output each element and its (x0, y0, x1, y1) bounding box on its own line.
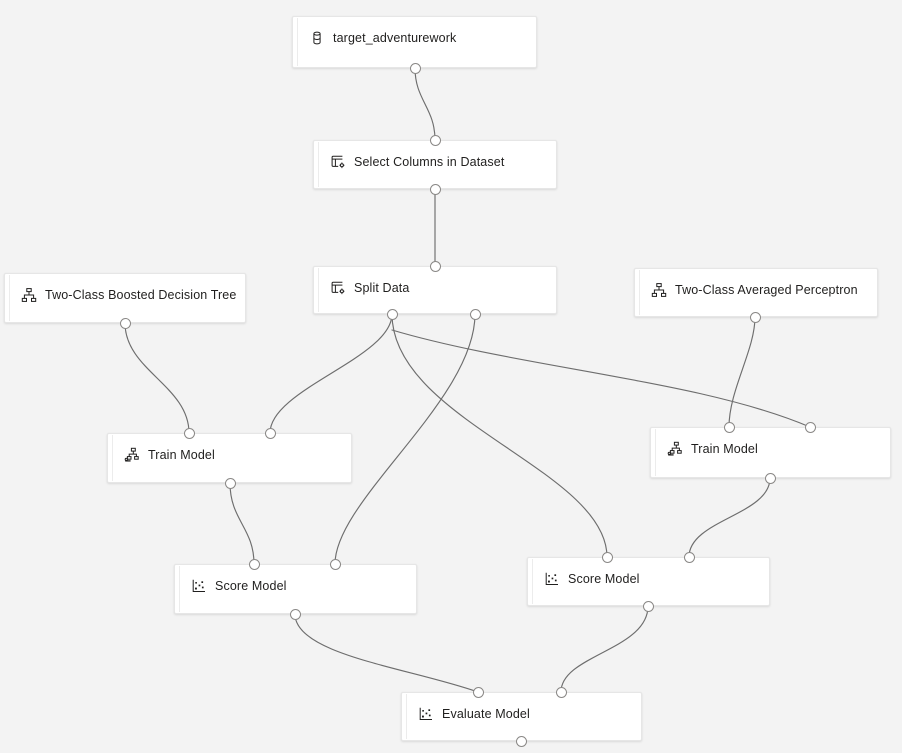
input-port-score-model-right-2[interactable] (683, 551, 695, 563)
node-select-columns[interactable]: Select Columns in Dataset (313, 140, 557, 189)
node-train-model-left[interactable]: Train Model (107, 433, 352, 483)
scatter-icon (544, 571, 560, 587)
output-port-score-model-left-1[interactable] (289, 608, 301, 620)
output-port-select-columns-1[interactable] (429, 183, 441, 195)
output-port-boosted-tree-1[interactable] (119, 317, 131, 329)
hierarchy-icon (651, 282, 667, 298)
node-dataset[interactable]: target_adventurework (292, 16, 537, 68)
node-accent-bar (651, 429, 656, 476)
node-accent-bar (314, 142, 319, 187)
node-label: target_adventurework (333, 31, 457, 45)
output-port-score-model-right-1[interactable] (642, 600, 654, 612)
node-label: Evaluate Model (442, 707, 530, 721)
input-port-evaluate-model-1[interactable] (472, 686, 484, 698)
node-label: Train Model (691, 442, 758, 456)
node-label: Select Columns in Dataset (354, 155, 505, 169)
node-train-model-right[interactable]: Train Model (650, 427, 891, 478)
node-accent-bar (108, 435, 113, 481)
scatter-icon (418, 706, 434, 722)
output-port-evaluate-model-1[interactable] (515, 735, 527, 747)
node-split-data[interactable]: Split Data (313, 266, 557, 314)
output-port-train-model-left-1[interactable] (224, 477, 236, 489)
node-accent-bar (528, 559, 533, 604)
input-port-score-model-right-1[interactable] (601, 551, 613, 563)
input-port-split-data-1[interactable] (429, 260, 441, 272)
node-accent-bar (175, 566, 180, 612)
node-label: Train Model (148, 448, 215, 462)
node-score-model-right[interactable]: Score Model (527, 557, 770, 606)
input-port-train-model-left-2[interactable] (264, 427, 276, 439)
table-settings-icon (330, 280, 346, 296)
node-evaluate-model[interactable]: Evaluate Model (401, 692, 642, 741)
scatter-icon (191, 578, 207, 594)
node-accent-bar (402, 694, 407, 739)
node-label: Two-Class Boosted Decision Tree (45, 288, 237, 302)
node-boosted-tree[interactable]: Two-Class Boosted Decision Tree (4, 273, 246, 323)
node-accent-bar (635, 270, 640, 315)
node-accent-bar (293, 18, 298, 66)
node-label: Split Data (354, 281, 410, 295)
node-accent-bar (314, 268, 319, 312)
output-port-split-data-2[interactable] (469, 308, 481, 320)
input-port-evaluate-model-2[interactable] (555, 686, 567, 698)
input-port-select-columns-1[interactable] (429, 134, 441, 146)
input-port-score-model-left-1[interactable] (248, 558, 260, 570)
output-port-dataset-1[interactable] (409, 62, 421, 74)
output-port-split-data-1[interactable] (386, 308, 398, 320)
node-accent-bar (5, 275, 10, 321)
output-port-averaged-perceptron-1[interactable] (749, 311, 761, 323)
node-averaged-perceptron[interactable]: Two-Class Averaged Perceptron (634, 268, 878, 317)
input-port-score-model-left-2[interactable] (329, 558, 341, 570)
input-port-train-model-right-1[interactable] (723, 421, 735, 433)
input-port-train-model-right-2[interactable] (804, 421, 816, 433)
output-port-train-model-right-1[interactable] (764, 472, 776, 484)
node-score-model-left[interactable]: Score Model (174, 564, 417, 614)
train-model-icon (667, 441, 683, 457)
node-label: Score Model (568, 572, 640, 586)
train-model-icon (124, 447, 140, 463)
database-icon (309, 30, 325, 46)
input-port-train-model-left-1[interactable] (183, 427, 195, 439)
table-settings-icon (330, 154, 346, 170)
node-label: Score Model (215, 579, 287, 593)
node-label: Two-Class Averaged Perceptron (675, 283, 858, 297)
hierarchy-icon (21, 287, 37, 303)
